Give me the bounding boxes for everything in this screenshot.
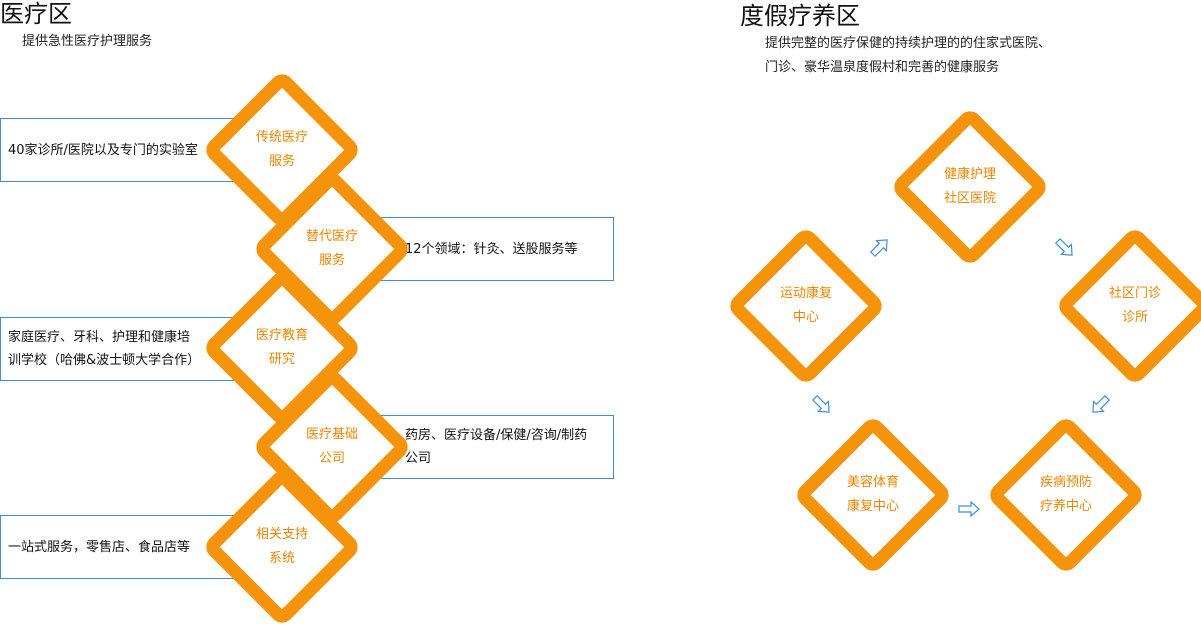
diamond-label-prevention: 疾病预防 疗养中心 xyxy=(1039,475,1092,514)
desc-text: 40家诊所/医院以及专门的实验室 xyxy=(8,142,198,158)
diamond-label-sports-rehab: 运动康复 中心 xyxy=(779,286,832,325)
desc-text: 12个领域：针灸、送股服务等 xyxy=(405,241,578,257)
diamond-label-support: 相关支持 系统 xyxy=(255,527,308,566)
diamond-label-education: 医疗教育 研究 xyxy=(255,328,308,367)
diamond-label-beauty-sports: 美容体育 康复中心 xyxy=(846,475,899,514)
desc-text: 家庭医疗、牙科、护理和健康培 训学校（哈佛&波士顿大学合作） xyxy=(8,330,201,368)
desc-box-companies: 药房、医疗设备/保健/咨询/制药 公司 xyxy=(368,415,614,479)
arrow-down-left-icon xyxy=(1092,394,1111,413)
resort-zone-title: 度假疗养区 xyxy=(740,2,860,30)
diamond-label-clinic: 社区门诊 诊所 xyxy=(1108,286,1161,325)
desc-text: 一站式服务，零售店、食品店等 xyxy=(8,539,191,555)
arrow-right-icon xyxy=(958,500,980,518)
diamond-label-traditional: 传统医疗 服务 xyxy=(255,130,308,169)
arrow-up-right-icon xyxy=(869,239,888,258)
resort-zone-subtitle-line1: 提供完整的医疗保健的持续护理的的住家式医院、 xyxy=(765,36,1052,51)
arrow-down-right-icon xyxy=(811,394,830,413)
diamond-label-community-hospital: 健康护理 社区医院 xyxy=(943,167,996,206)
diamond-label-alternative: 替代医疗 服务 xyxy=(305,229,358,268)
desc-box-education: 家庭医疗、牙科、护理和健康培 训学校（哈佛&波士顿大学合作） xyxy=(0,317,248,381)
resort-zone-subtitle-line2: 门诊、豪华温泉度假村和完善的健康服务 xyxy=(765,60,1000,75)
arrow-down-right-icon xyxy=(1054,237,1073,256)
diamond-label-companies: 医疗基础 公司 xyxy=(305,427,358,466)
medical-zone-subtitle: 提供急性医疗护理服务 xyxy=(22,34,153,49)
desc-box-support: 一站式服务，零售店、食品店等 xyxy=(0,515,248,579)
desc-text: 药房、医疗设备/保健/咨询/制药 公司 xyxy=(405,428,588,466)
medical-zone-title: 医疗区 xyxy=(0,0,72,28)
